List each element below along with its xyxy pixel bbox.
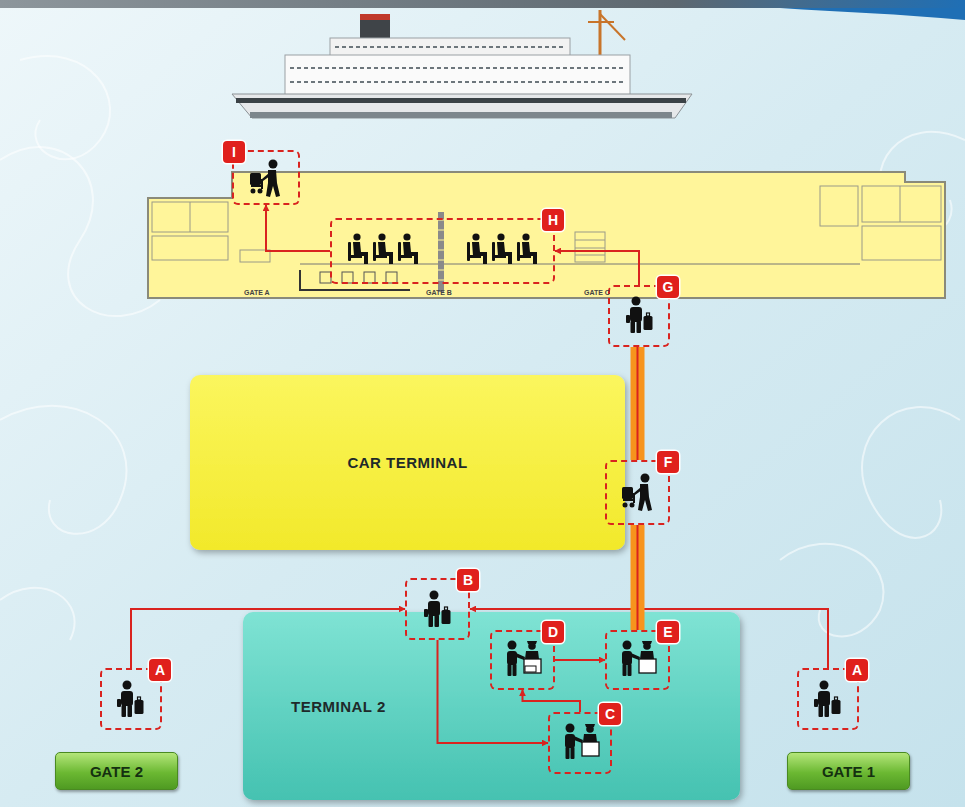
step-letter: H (542, 209, 564, 231)
gate-label: GATE 2 (90, 763, 143, 780)
flow-arrow (438, 640, 549, 743)
gate-button: GATE 2 (55, 752, 178, 790)
step-box: G (608, 285, 670, 347)
flow-arrow (266, 205, 330, 251)
step-box: I (232, 150, 300, 205)
area-label: CAR TERMINAL (347, 454, 467, 471)
gate-mark: GATE A (244, 289, 270, 296)
flow-arrow (637, 347, 638, 460)
floor-plan: GATE AGATE BGATE CIHG (148, 172, 945, 300)
step-box: B (405, 578, 470, 640)
flow-arrow (523, 690, 581, 712)
step-letter: F (657, 451, 679, 473)
step-box: C (548, 712, 612, 774)
flow-line (555, 251, 639, 285)
step-letter: E (657, 621, 679, 643)
flow-line (637, 525, 639, 630)
walkway-band (631, 525, 645, 630)
ship-illustration (232, 10, 692, 118)
step-box: F (605, 460, 670, 525)
area-label: TERMINAL 2 (291, 698, 386, 715)
flow-line (131, 609, 405, 668)
step-box: A (100, 668, 162, 730)
walkway-band (631, 347, 645, 460)
flow-line (637, 347, 639, 460)
flow-line (555, 659, 605, 661)
step-letter: C (599, 703, 621, 725)
gate-button: GATE 1 (787, 752, 910, 790)
step-letter: B (457, 569, 479, 591)
step-letter: D (542, 621, 564, 643)
terminal-area: CAR TERMINAL (190, 375, 625, 550)
step-letter: A (149, 659, 171, 681)
terminal-2-area (243, 612, 740, 800)
car-terminal-area (190, 375, 625, 550)
flow-line (438, 640, 549, 743)
flow-line (266, 205, 330, 251)
flow-arrow (555, 660, 605, 661)
step-box: D (490, 630, 555, 690)
gate-label: GATE 1 (822, 763, 875, 780)
gate-mark: GATE B (426, 289, 452, 296)
step-letter: A (846, 659, 868, 681)
flow-line (523, 690, 581, 712)
flow-arrow (637, 525, 638, 630)
flow-arrow (555, 251, 639, 285)
step-letter: G (657, 276, 679, 298)
step-letter: I (223, 141, 245, 163)
terminal-area: TERMINAL 2DEC (243, 612, 740, 800)
step-box: H (330, 218, 555, 284)
gate-mark: GATE C (584, 289, 610, 296)
step-box: A (797, 668, 859, 730)
step-box: E (605, 630, 670, 690)
flow-arrow (131, 609, 405, 668)
